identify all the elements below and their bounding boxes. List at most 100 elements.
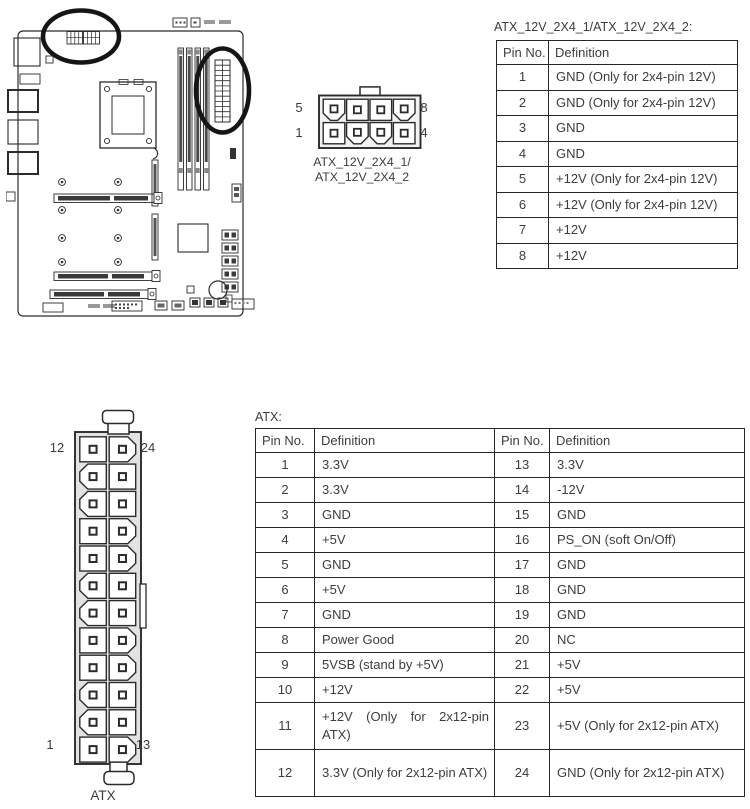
definition-cell: GND (Only for 2x12-pin ATX) <box>549 749 745 797</box>
definition-cell: +12V <box>548 217 738 244</box>
pin-cell: 15 <box>494 502 550 528</box>
definition-cell: NC <box>549 627 745 653</box>
pin-no-header: Pin No. <box>494 428 550 453</box>
pin-cell: 22 <box>494 677 550 703</box>
highlight-circle-atx12v <box>40 8 122 65</box>
definition-cell: +5V <box>314 527 495 553</box>
bottom-headers <box>42 285 255 313</box>
pin-cell: 4 <box>255 527 315 553</box>
pin-cell: 20 <box>494 627 550 653</box>
definition-cell: +5V <box>549 652 745 678</box>
pin-cell: 6 <box>255 577 315 603</box>
pin-cell: 14 <box>494 477 550 503</box>
definition-header: Definition <box>549 428 745 453</box>
definition-cell: GND <box>548 115 738 142</box>
definition-cell: GND <box>314 502 495 528</box>
pin-number-label: 12 <box>49 440 65 455</box>
atx-connector-diagram <box>74 409 147 786</box>
pin-cell: 7 <box>255 602 315 628</box>
definition-cell: GND <box>548 140 738 167</box>
pin-cell: 3 <box>255 502 315 528</box>
pin-no-header: Pin No. <box>496 40 549 65</box>
definition-cell: -12V <box>549 477 745 503</box>
pin-cell: 1 <box>496 64 549 91</box>
atx-connector-on-board <box>214 59 231 123</box>
pin-number-label: 13 <box>135 737 151 752</box>
pin-number-label: 1 <box>46 737 54 752</box>
definition-cell: +12V <box>548 242 738 269</box>
pin-cell: 17 <box>494 552 550 578</box>
definition-cell: GND <box>549 502 745 528</box>
atx12v-connector-caption: ATX_12V_2X4_1/ ATX_12V_2X4_2 <box>294 155 430 184</box>
pin-cell: 13 <box>494 452 550 478</box>
pin-no-header: Pin No. <box>255 428 315 453</box>
definition-header: Definition <box>548 40 738 65</box>
pin-cell: 5 <box>496 166 549 193</box>
pin-number-label: 5 <box>295 100 303 115</box>
definition-cell: +5V <box>549 677 745 703</box>
table-header-row: Pin No. Definition <box>496 40 738 65</box>
table-row: 5+12V (Only for 2x4-pin 12V) <box>496 166 738 193</box>
definition-cell: PS_ON (soft On/Off) <box>549 527 745 553</box>
definition-cell: GND (Only for 2x4-pin 12V) <box>548 64 738 91</box>
pcie-slots <box>49 192 163 300</box>
pin-number-label: 24 <box>140 440 156 455</box>
definition-cell: GND <box>549 577 745 603</box>
definition-cell: 5VSB (stand by +5V) <box>314 652 495 678</box>
definition-cell: GND <box>549 552 745 578</box>
pin-cell: 24 <box>494 749 550 797</box>
definition-header: Definition <box>314 428 495 453</box>
pin-cell: 10 <box>255 677 315 703</box>
pin-cell: 19 <box>494 602 550 628</box>
pin-cell: 4 <box>496 140 549 167</box>
pin-cell: 21 <box>494 652 550 678</box>
definition-cell: +5V (Only for 2x12-pin ATX) <box>549 702 745 750</box>
sata-ports <box>221 229 239 293</box>
table-row: 7+12V <box>496 217 738 244</box>
definition-cell: Power Good <box>314 627 495 653</box>
definition-cell: +5V <box>314 577 495 603</box>
pin-number-label: 8 <box>420 100 428 115</box>
definition-cell: 3.3V <box>314 477 495 503</box>
atx-table-title: ATX: <box>255 410 282 424</box>
pin-cell: 7 <box>496 217 549 244</box>
table-header-row: Pin No. Definition Pin No. Definition <box>255 428 745 453</box>
table-row: 8+12V <box>496 242 738 269</box>
pin-cell: 11 <box>255 702 315 750</box>
atx12v-table-title: ATX_12V_2X4_1/ATX_12V_2X4_2: <box>494 20 693 34</box>
definition-cell: GND <box>314 602 495 628</box>
pin-cell: 8 <box>255 627 315 653</box>
definition-cell: 3.3V <box>314 452 495 478</box>
atx-connector-caption: ATX <box>90 788 116 803</box>
definition-cell: GND (Only for 2x4-pin 12V) <box>548 89 738 116</box>
pin-number-label: 1 <box>295 125 303 140</box>
connector-side-latch <box>139 583 147 629</box>
definition-cell: GND <box>549 602 745 628</box>
atx12v-connectors-on-board <box>66 31 100 45</box>
pin-cell: 2 <box>255 477 315 503</box>
pin-cell: 18 <box>494 577 550 603</box>
definition-cell: 3.3V (Only for 2x12-pin ATX) <box>314 749 495 797</box>
pin-cell: 5 <box>255 552 315 578</box>
pin-number-label: 4 <box>420 125 428 140</box>
m2-screws <box>58 178 122 266</box>
definition-cell: 3.3V <box>549 452 745 478</box>
pin-cell: 9 <box>255 652 315 678</box>
caption-line-2: ATX_12V_2X4_2 <box>314 169 410 184</box>
pin-cell: 12 <box>255 749 315 797</box>
